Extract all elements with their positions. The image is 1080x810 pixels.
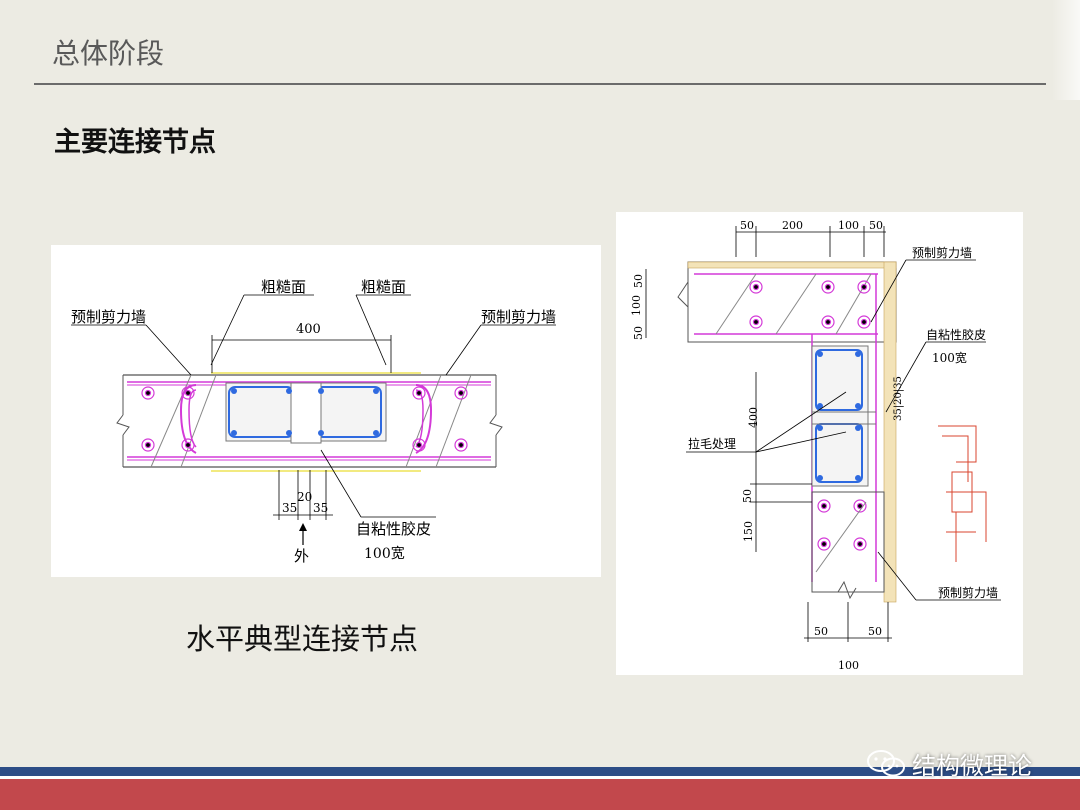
self-adhesive-label-right: 自粘性胶皮	[926, 327, 986, 342]
precast-wall-bottom-label: 预制剪力墙	[938, 585, 998, 600]
dim-mid-50: 50	[741, 489, 754, 503]
dim-left-50b: 50	[632, 326, 645, 340]
dim-bottom-100: 100	[838, 659, 859, 672]
dim-top-200: 200	[782, 219, 803, 232]
page-title: 总体阶段	[52, 37, 165, 70]
dim-top-50b: 50	[869, 219, 883, 232]
figure-caption: 水平典型连接节点	[186, 622, 419, 656]
wechat-icon	[867, 750, 905, 777]
dim-left-50a: 50	[632, 274, 645, 288]
horizontal-joint-svg: 400 粗糙面 粗糙面 预制剪力墙 预制剪力墙 35 20 35 外 自粘性胶皮…	[71, 278, 556, 565]
precast-wall-label-left: 预制剪力墙	[71, 308, 146, 326]
watermark-text: 结构微理论	[912, 751, 1032, 780]
dim-bottom-50b: 50	[868, 625, 882, 638]
dim-mid-400: 400	[747, 407, 760, 428]
corner-shade	[1052, 0, 1080, 100]
footer-band-red	[0, 779, 1080, 810]
rough-surface-label-2: 粗糙面	[361, 278, 406, 296]
dim-left-100: 100	[630, 295, 643, 316]
dim-small: 35|20|35	[893, 376, 904, 421]
outside-label: 外	[294, 547, 309, 565]
rough-surface-label-1: 粗糙面	[261, 278, 306, 296]
dim-400-label: 400	[296, 322, 321, 337]
footer-band-white	[0, 776, 1080, 779]
dim-mid-150: 150	[742, 521, 755, 542]
self-adhesive-label: 自粘性胶皮	[356, 520, 431, 538]
width-100-label-right: 100宽	[932, 350, 967, 365]
section-heading: 主要连接节点	[54, 127, 216, 158]
dim-bottom-50a: 50	[814, 625, 828, 638]
dim-top-50a: 50	[740, 219, 754, 232]
dim-35b-label: 35	[313, 501, 328, 515]
dim-35a-label: 35	[282, 501, 297, 515]
corner-joint-svg: 50 200 100 50 50 100 50	[630, 219, 1001, 672]
footer-band-blue	[0, 767, 1080, 776]
watermark: 结构微理论	[866, 746, 1032, 780]
roughening-label: 拉毛处理	[688, 436, 736, 451]
horizontal-joint-drawing: 400 粗糙面 粗糙面 预制剪力墙 预制剪力墙 35 20 35 外 自粘性胶皮…	[51, 245, 601, 577]
precast-wall-top-label: 预制剪力墙	[912, 245, 972, 260]
precast-wall-label-right: 预制剪力墙	[481, 308, 556, 326]
title-divider	[34, 83, 1046, 85]
dim-top-100: 100	[838, 219, 859, 232]
corner-joint-drawing: 50 200 100 50 50 100 50	[616, 212, 1023, 675]
dim-20-label: 20	[297, 490, 312, 504]
width-100-label: 100宽	[364, 545, 405, 562]
